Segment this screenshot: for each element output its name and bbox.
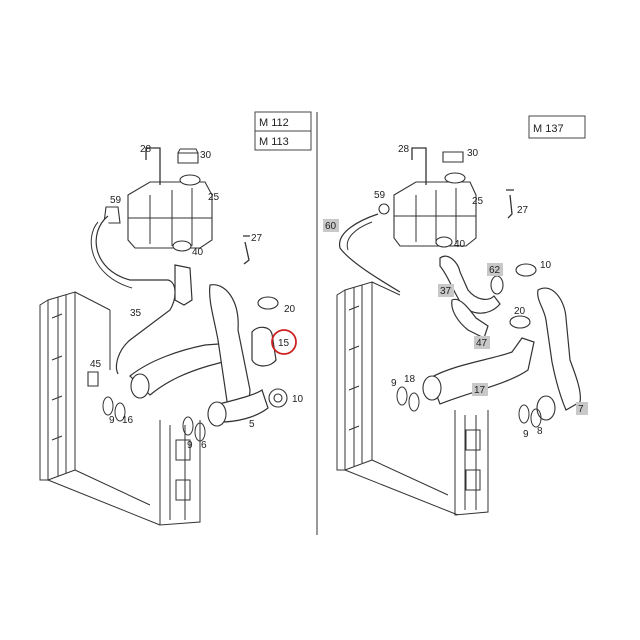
sensor-45-left bbox=[87, 371, 99, 387]
fitting-8-right bbox=[536, 395, 556, 421]
fitting-18-right bbox=[422, 375, 442, 401]
engine-label-m112: M 112 bbox=[259, 117, 289, 129]
label-bg-37 bbox=[438, 284, 454, 297]
hose-60-right bbox=[339, 213, 401, 293]
label-59-left: 59 bbox=[110, 195, 122, 206]
label-9-right-a: 9 bbox=[391, 378, 397, 389]
engine-box-left: M 112 M 113 bbox=[254, 111, 312, 151]
label-7-right: 7 bbox=[578, 404, 584, 415]
label-47-right: 47 bbox=[476, 338, 488, 349]
label-bg-7 bbox=[576, 402, 588, 415]
label-6-left: 6 bbox=[201, 440, 207, 451]
label-30-left: 30 bbox=[200, 150, 212, 161]
label-18-right: 18 bbox=[404, 374, 416, 385]
label-35-left: 35 bbox=[130, 308, 142, 319]
clamp-40-left bbox=[172, 240, 192, 252]
clamp-40-right bbox=[435, 236, 453, 248]
label-37-right: 37 bbox=[440, 286, 452, 297]
label-bg-62 bbox=[487, 263, 503, 276]
label-28-left: 28 bbox=[140, 144, 152, 155]
fitting-6-left bbox=[207, 401, 227, 427]
label-28-right: 28 bbox=[398, 144, 410, 155]
label-45-left: 45 bbox=[90, 359, 102, 370]
radiator-hose-7-right bbox=[537, 287, 581, 411]
label-27-left: 27 bbox=[251, 233, 263, 244]
fitting-27-right bbox=[506, 189, 514, 219]
radiator-right bbox=[336, 281, 489, 516]
radiator-hose-17-right bbox=[429, 337, 535, 405]
label-25-right: 25 bbox=[472, 196, 484, 207]
radiator-hose-lower-left bbox=[214, 389, 269, 423]
expansion-tank-left bbox=[103, 147, 213, 249]
clamp-20-left bbox=[257, 296, 279, 310]
label-9-left-b: 9 bbox=[187, 440, 193, 451]
label-bg-17 bbox=[472, 383, 488, 396]
fitting-27-left bbox=[243, 235, 250, 265]
label-10-left: 10 bbox=[292, 394, 304, 405]
hose-15-left bbox=[251, 326, 277, 367]
label-8-right: 8 bbox=[537, 426, 543, 437]
clamp-20-right bbox=[509, 315, 531, 329]
hose-35-left bbox=[95, 215, 176, 375]
label-40-right: 40 bbox=[454, 239, 466, 250]
label-5-left: 5 bbox=[249, 419, 255, 430]
engine-label-m113: M 113 bbox=[259, 136, 289, 148]
engine-box-right: M 137 bbox=[528, 115, 586, 139]
hose-47-right bbox=[451, 298, 489, 339]
label-bg-47 bbox=[474, 336, 490, 349]
label-bg-60 bbox=[323, 219, 339, 232]
clamp-10-right bbox=[515, 263, 537, 277]
upper-hose-left bbox=[174, 264, 193, 306]
label-27-right: 27 bbox=[517, 205, 529, 216]
expansion-tank-right bbox=[378, 147, 477, 247]
label-20-right: 20 bbox=[514, 306, 526, 317]
label-9-right-b: 9 bbox=[523, 429, 529, 440]
label-60-right: 60 bbox=[325, 221, 337, 232]
label-10-right: 10 bbox=[540, 260, 552, 271]
highlight-ring-15 bbox=[271, 329, 297, 355]
label-25-left: 25 bbox=[208, 192, 220, 203]
label-16-left: 16 bbox=[122, 415, 134, 426]
fitting-16-left bbox=[130, 373, 150, 399]
label-62-right: 62 bbox=[489, 265, 501, 276]
label-30-right: 30 bbox=[467, 148, 479, 159]
label-20-left: 20 bbox=[284, 304, 296, 315]
fitting-62-right bbox=[490, 275, 504, 295]
label-17-right: 17 bbox=[474, 385, 486, 396]
label-15-left: 15 bbox=[278, 338, 290, 349]
radiator-left bbox=[39, 291, 201, 526]
label-9-left-a: 9 bbox=[109, 415, 115, 426]
label-59-right: 59 bbox=[374, 190, 386, 201]
engine-label-m137: M 137 bbox=[533, 123, 564, 135]
label-40-left: 40 bbox=[192, 247, 204, 258]
